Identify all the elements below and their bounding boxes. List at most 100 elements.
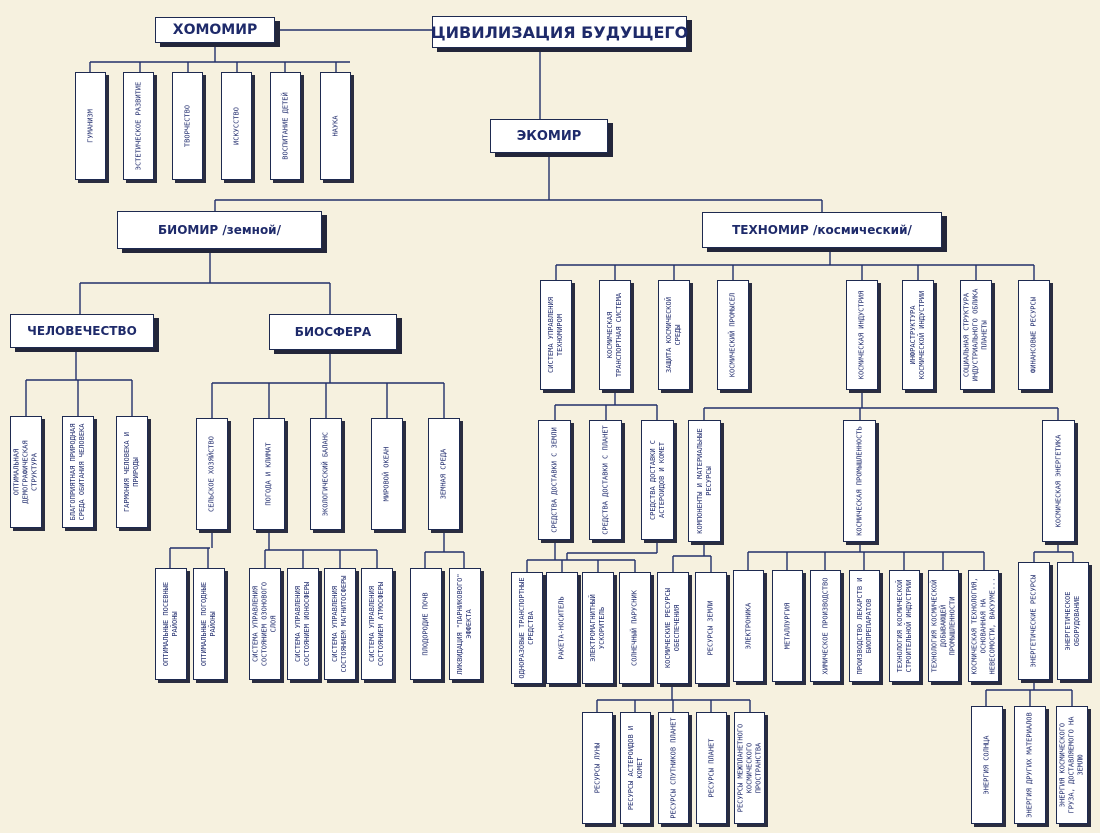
iitem-3-box: ХИМИЧЕСКОЕ ПРОИЗВОДСТВО (810, 570, 841, 682)
clim-2-label: СИСТЕМА УПРАВЛЕНИЯ СОСТОЯНИЕМ ИОНОСФЕРЫ (294, 581, 311, 667)
trans-1-label: СРЕДСТВА ДОСТАВКИ С ЗЕМЛИ (550, 427, 558, 533)
cres-5-box: РЕСУРСЫ МЕЖПЛАНЕТНОГО КОСМИЧЕСКОГО ПРОСТ… (734, 712, 765, 824)
cres-5-label: РЕСУРСЫ МЕЖПЛАНЕТНОГО КОСМИЧЕСКОГО ПРОСТ… (736, 723, 762, 813)
homomir-1-box: ГУМАНИЗМ (75, 72, 106, 180)
iitem-6-box: ТЕХНОЛОГИЯ КОСМИЧЕСКОЙ ДОБЫВАЮЩЕЙ ПРОМЫШ… (928, 570, 959, 682)
humanity-1-label: ОПТИМАЛЬНАЯ ДЕМОГРАФИЧЕСКАЯ СТРУКТУРА (12, 440, 39, 504)
iitem-3-label: ХИМИЧЕСКОЕ ПРОИЗВОДСТВО (821, 577, 829, 675)
tech-8-box: ФИНАНСОВЫЕ РЕСУРСЫ (1018, 280, 1050, 390)
energy-2-label: ЭНЕРГЕТИЧЕСКОЕ ОБОРУДОВАНИЕ (1064, 591, 1081, 651)
tech-4-box: КОСМИЧЕСКИЙ ПРОМЫСЕЛ (717, 280, 749, 390)
technomir-label: ТЕХНОМИР /космический/ (732, 223, 912, 237)
clim-3-box: СИСТЕМА УПРАВЛЕНИЯ СОСТОЯНИЕМ МАГНИТОСФЕ… (324, 568, 356, 680)
humanity-3-box: ГАРМОНИЯ ЧЕЛОВЕКА И ПРИРОДЫ (116, 416, 148, 528)
humanity-2-label: БЛАГОПРИЯТНАЯ ПРИРОДНАЯ СРЕДА ОБИТАНИЯ Ч… (69, 423, 86, 521)
agri-1-label: ОПТИМАЛЬНЫЕ ПОСЕВНЫЕ РАЙОНЫ (162, 581, 179, 667)
env-2-label: ЛИКВИДАЦИЯ "ПАРНИКОВОГО" ЭФФЕКТА (456, 573, 473, 675)
bio-4-label: МИРОВОЙ ОКЕАН (382, 446, 391, 502)
tech-3-box: ЗАЩИТА КОСМИЧЕСКОЙ СРЕДЫ (658, 280, 690, 390)
biomir-box: БИОМИР /земной/ (117, 211, 322, 249)
cres-3-box: РЕСУРСЫ СПУТНИКОВ ПЛАНЕТ (658, 712, 689, 824)
ind-1-label: КОМПОНЕНТЫ И МАТЕРИАЛЬНЫЕ РЕСУРСЫ (695, 428, 713, 534)
iitem-5-label: ТЕХНОЛОГИЯ КОСМИЧЕСКОЙ СТРОИТЕЛЬНОЙ ИНДУ… (895, 579, 913, 673)
tech-7-box: СОЦИАЛЬНАЯ СТРУКТУРА ИНДУСТРИАЛЬНОГО ОБЛ… (960, 280, 992, 390)
biomir-label: БИОМИР /земной/ (158, 223, 281, 237)
comp-1-label: КОСМИЧЕСКИЕ РЕСУРСЫ ОБЕСПЕЧЕНИЯ (664, 587, 681, 669)
iitem-1-box: ЭЛЕКТРОНИКА (733, 570, 764, 682)
deliv-4-box: СОЛНЕЧНЫЙ ПАРУСНИК (619, 572, 651, 684)
deliv-3-box: ЭЛЕКТРОМАГНИТНЫЙ УСКОРИТЕЛЬ (582, 572, 614, 684)
homomir-box: ХОМОМИР (155, 17, 275, 43)
biosphere-box: БИОСФЕРА (269, 314, 397, 350)
iitem-4-label: ПРОИЗВОДСТВО ЛЕКАРСТВ И БИОПРЕПАРАТОВ (855, 577, 873, 675)
homomir-1-label: ГУМАНИЗМ (86, 109, 94, 143)
homomir-label: ХОМОМИР (172, 22, 258, 38)
clim-1-label: СИСТЕМА УПРАВЛЕНИЯ СОСТОЯНИЕМ ОЗОНОВОГО … (251, 581, 278, 667)
comp-2-label: РЕСУРСЫ ЗЕМЛИ (706, 600, 715, 656)
root-box: ЦИВИЛИЗАЦИЯ БУДУЩЕГО (430, 16, 689, 48)
deliv-2-box: РАКЕТА-НОСИТЕЛЬ (546, 572, 578, 684)
tech-3-label: ЗАЩИТА КОСМИЧЕСКОЙ СРЕДЫ (665, 297, 682, 373)
humanity-label: ЧЕЛОВЕЧЕСТВО (27, 324, 137, 338)
comp-2-box: РЕСУРСЫ ЗЕМЛИ (695, 572, 727, 684)
bio-5-label: ЗЕМНАЯ СРЕДА (439, 448, 448, 500)
deliv-2-label: РАКЕТА-НОСИТЕЛЬ (557, 596, 566, 660)
humanity-3-label: ГАРМОНИЯ ЧЕЛОВЕКА И ПРИРОДЫ (123, 431, 140, 513)
bio-3-box: ЭКОЛОГИЧЕСКИЙ БАЛАНС (310, 418, 342, 530)
energy-2-box: ЭНЕРГЕТИЧЕСКОЕ ОБОРУДОВАНИЕ (1057, 562, 1089, 680)
env-2-box: ЛИКВИДАЦИЯ "ПАРНИКОВОГО" ЭФФЕКТА (449, 568, 481, 680)
homomir-2-box: ЭСТЕТИЧЕСКОЕ РАЗВИТИЕ (123, 72, 154, 180)
cres-3-label: РЕСУРСЫ СПУТНИКОВ ПЛАНЕТ (669, 717, 677, 819)
cres-4-box: РЕСУРСЫ ПЛАНЕТ (696, 712, 727, 824)
iitem-7-label: КОСМИЧЕСКАЯ ТЕХНОЛОГИЯ, ОСНОВАННАЯ НА НЕ… (970, 577, 996, 675)
bio-1-box: СЕЛЬСКОЕ ХОЗЯЙСТВО (196, 418, 228, 530)
ind-3-label: КОСМИЧЕСКАЯ ЭНЕРГЕТИКА (1054, 434, 1062, 528)
homomir-3-box: ТВОРЧЕСТВО (172, 72, 203, 180)
iitem-4-box: ПРОИЗВОДСТВО ЛЕКАРСТВ И БИОПРЕПАРАТОВ (849, 570, 880, 682)
bio-2-label: ПОГОДА И КЛИМАТ (264, 442, 273, 506)
tech-2-box: КОСМИЧЕСКАЯ ТРАНСПОРТНАЯ СИСТЕМА (599, 280, 631, 390)
humanity-1-box: ОПТИМАЛЬНАЯ ДЕМОГРАФИЧЕСКАЯ СТРУКТУРА (10, 416, 42, 528)
clim-4-box: СИСТЕМА УПРАВЛЕНИЯ СОСТОЯНИЕМ АТМОСФЕРЫ (361, 568, 393, 680)
homomir-5-label: ВОСПИТАНИЕ ДЕТЕЙ (281, 92, 289, 160)
iitem-5-box: ТЕХНОЛОГИЯ КОСМИЧЕСКОЙ СТРОИТЕЛЬНОЙ ИНДУ… (889, 570, 920, 682)
eres-3-label: ЭНЕРГИЯ КОСМИЧЕСКОГО ГРУЗА, ДОСТАВЛЯЕМОГ… (1058, 716, 1085, 814)
cres-1-label: РЕСУРСЫ ЛУНЫ (593, 742, 601, 794)
tech-1-box: СИСТЕМА УПРАВЛЕНИЯ ТЕХНОМИРОМ (540, 280, 572, 390)
agri-1-box: ОПТИМАЛЬНЫЕ ПОСЕВНЫЕ РАЙОНЫ (155, 568, 187, 680)
homomir-4-box: ИСКУССТВО (221, 72, 252, 180)
tech-8-label: ФИНАНСОВЫЕ РЕСУРСЫ (1029, 297, 1038, 373)
bio-2-box: ПОГОДА И КЛИМАТ (253, 418, 285, 530)
deliv-4-label: СОЛНЕЧНЫЙ ПАРУСНИК (630, 590, 639, 666)
clim-1-box: СИСТЕМА УПРАВЛЕНИЯ СОСТОЯНИЕМ ОЗОНОВОГО … (249, 568, 281, 680)
ind-3-box: КОСМИЧЕСКАЯ ЭНЕРГЕТИКА (1042, 420, 1075, 542)
humanity-box: ЧЕЛОВЕЧЕСТВО (10, 314, 154, 348)
tech-1-label: СИСТЕМА УПРАВЛЕНИЯ ТЕХНОМИРОМ (547, 297, 564, 373)
homomir-5-box: ВОСПИТАНИЕ ДЕТЕЙ (270, 72, 301, 180)
trans-2-box: СРЕДСТВА ДОСТАВКИ С ПЛАНЕТ (589, 420, 622, 540)
deliv-1-box: ОДНОРАЗОВЫЕ ТРАНСПОРТНЫЕ СРЕДСТВА (511, 572, 543, 684)
iitem-2-label: МЕТАЛЛУРГИЯ (783, 602, 791, 650)
eres-2-box: ЭНЕРГИЯ ДРУГИХ МАТЕРИАЛОВ (1014, 706, 1046, 824)
ind-1-box: КОМПОНЕНТЫ И МАТЕРИАЛЬНЫЕ РЕСУРСЫ (688, 420, 721, 542)
eres-1-box: ЭНЕРГИЯ СОЛНЦА (971, 706, 1003, 824)
homomir-3-label: ТВОРЧЕСТВО (183, 104, 191, 148)
root-label: ЦИВИЛИЗАЦИЯ БУДУЩЕГО (430, 22, 689, 42)
ind-2-label: КОСМИЧЕСКАЯ ПРОМЫШЛЕННОСТЬ (855, 426, 863, 536)
tech-6-box: ИНФРАСТРУКТУРА КОСМИЧЕСКОЙ ИНДУСТРИИ (902, 280, 934, 390)
cres-1-box: РЕСУРСЫ ЛУНЫ (582, 712, 613, 824)
trans-3-label: СРЕДСТВА ДОСТАВКИ С АСТЕРОИДОВ И КОМЕТ (648, 439, 666, 521)
agri-2-label: ОПТИМАЛЬНЫЕ ПОГОДНЫЕ РАЙОНЫ (200, 581, 217, 667)
trans-2-label: СРЕДСТВА ДОСТАВКИ С ПЛАНЕТ (601, 425, 609, 535)
tech-7-label: СОЦИАЛЬНАЯ СТРУКТУРА ИНДУСТРИАЛЬНОГО ОБЛ… (962, 288, 989, 382)
clim-4-label: СИСТЕМА УПРАВЛЕНИЯ СОСТОЯНИЕМ АТМОСФЕРЫ (368, 581, 385, 667)
ekomir-box: ЭКОМИР (490, 119, 608, 153)
eres-3-box: ЭНЕРГИЯ КОСМИЧЕСКОГО ГРУЗА, ДОСТАВЛЯЕМОГ… (1056, 706, 1088, 824)
homomir-6-label: НАУКА (331, 115, 339, 137)
ind-2-box: КОСМИЧЕСКАЯ ПРОМЫШЛЕННОСТЬ (843, 420, 876, 542)
cres-2-box: РЕСУРСЫ АСТЕРОИДОВ И КОМЕТ (620, 712, 651, 824)
bio-4-box: МИРОВОЙ ОКЕАН (371, 418, 403, 530)
tech-6-label: ИНФРАСТРУКТУРА КОСМИЧЕСКОЙ ИНДУСТРИИ (909, 290, 926, 380)
iitem-2-box: МЕТАЛЛУРГИЯ (772, 570, 803, 682)
